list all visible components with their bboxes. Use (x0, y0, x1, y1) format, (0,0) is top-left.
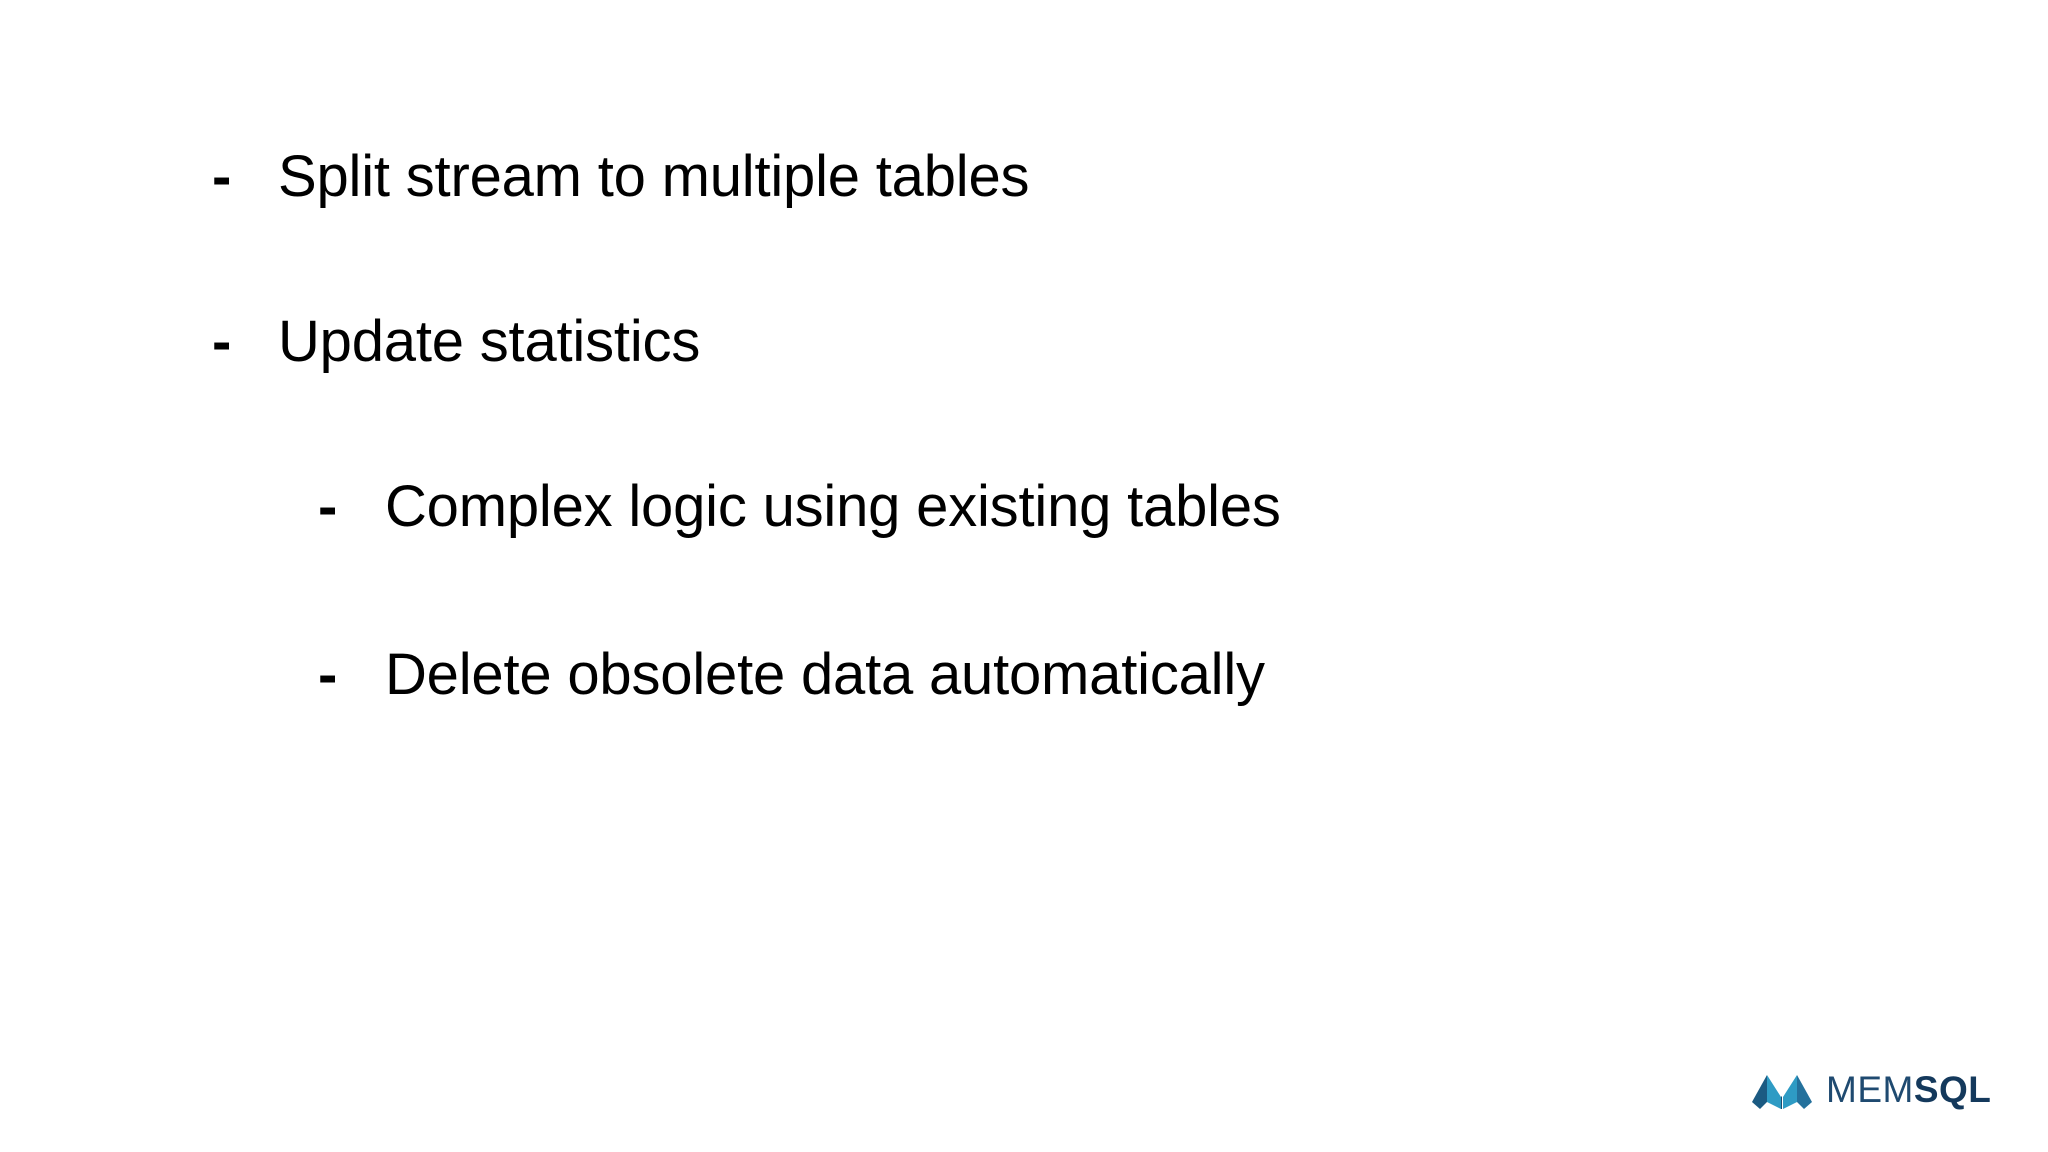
memsql-mark-icon (1752, 1068, 1812, 1110)
list-item: - Complex logic using existing tables (318, 478, 1281, 536)
list-item: - Update statistics (212, 313, 700, 371)
bullet-text: Complex logic using existing tables (385, 474, 1281, 539)
memsql-wordmark-mem: MEM (1826, 1068, 1914, 1110)
bullet-marker: - (318, 474, 338, 539)
list-item: - Split stream to multiple tables (212, 144, 1030, 209)
bullet-marker: - (212, 144, 232, 209)
memsql-wordmark-sql: SQL (1913, 1068, 1992, 1110)
bullet-text: Delete obsolete data automatically (385, 642, 1265, 707)
bullet-marker: - (212, 309, 232, 374)
bullet-text: Split stream to multiple tables (278, 144, 1030, 209)
bullet-marker: - (318, 642, 338, 707)
list-item: - Delete obsolete data automatically (318, 646, 1265, 704)
bullet-text: Update statistics (278, 309, 701, 374)
